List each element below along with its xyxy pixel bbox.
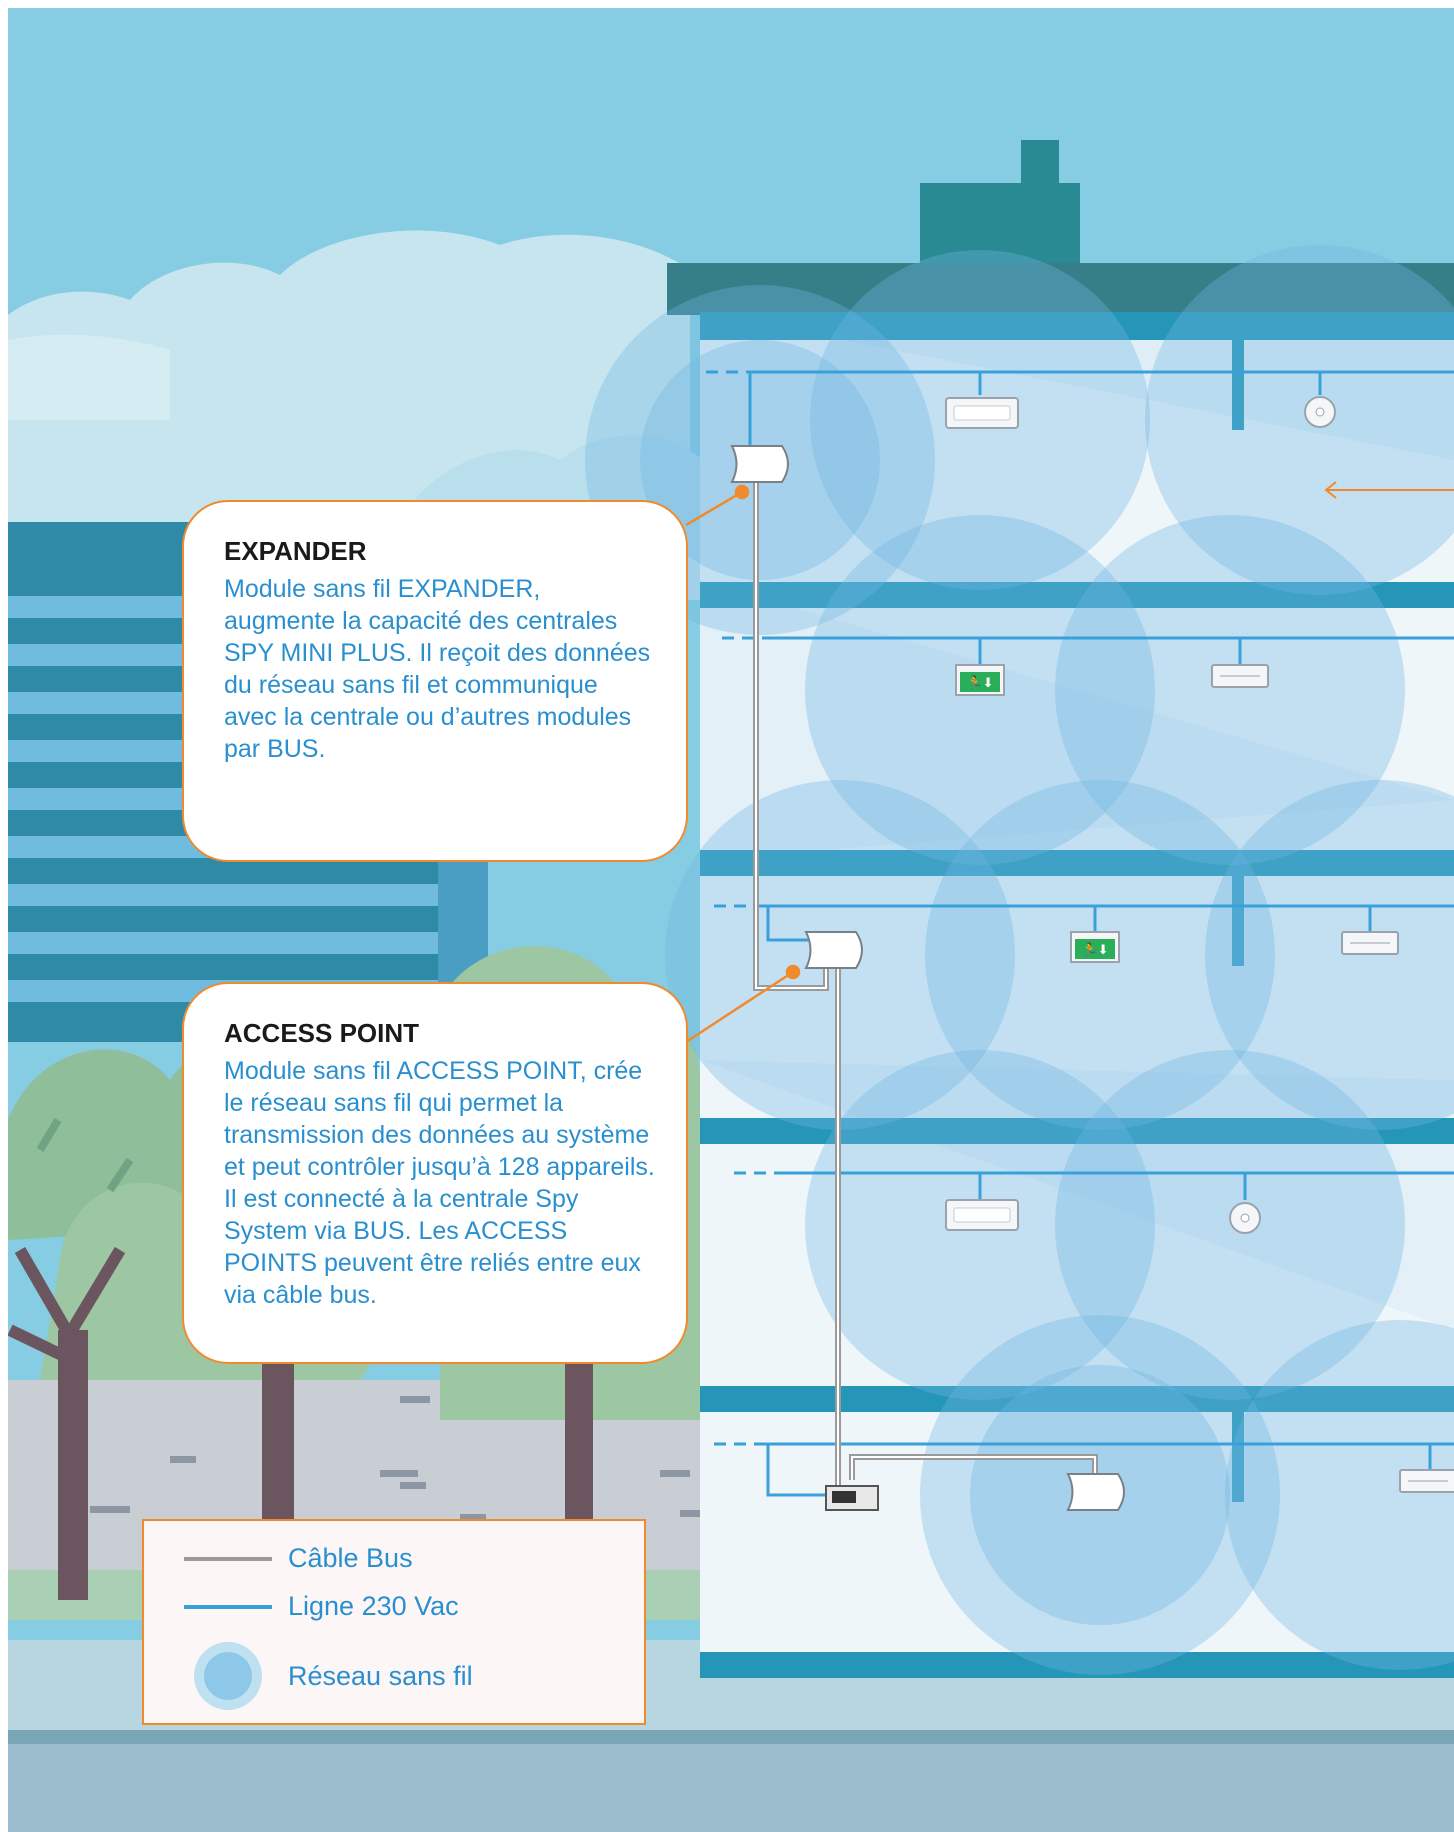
emergency-lamp-icon [945,1199,1019,1231]
emergency-lamp-icon [1211,664,1269,688]
legend: Câble Bus Ligne 230 Vac Réseau sans fil [142,1519,646,1725]
power-line-230vac [706,370,1454,1497]
expander-callout-title: EXPANDER [224,536,367,566]
line-230vac-swatch [184,1604,272,1609]
round-ceiling-lamp-icon [1229,1202,1261,1234]
control-unit-icon [825,1485,879,1511]
legend-item-230vac: Ligne 230 Vac [184,1591,459,1622]
round-ceiling-lamp-icon [1304,396,1336,428]
svg-text:🏃⬇: 🏃⬇ [966,675,993,691]
callout-leader-lines [685,484,801,1044]
road-edge [8,1730,1454,1744]
access-point-callout-title: ACCESS POINT [224,1018,420,1048]
access-point-callout-text: Module sans fil ACCESS POINT, crée le ré… [224,1057,655,1309]
legend-label-230vac: Ligne 230 Vac [288,1591,459,1621]
expander-callout: EXPANDER Module sans fil EXPANDER, augme… [182,500,688,862]
access-point-module-icon [1066,1473,1125,1511]
expander-callout-text: Module sans fil EXPANDER, augmente la ca… [224,575,651,763]
emergency-exit-sign-icon: 🏃⬇ [1070,931,1120,963]
legend-label-wireless: Réseau sans fil [288,1660,473,1691]
svg-text:🏃⬇: 🏃⬇ [1081,942,1108,958]
direction-arrow [1324,481,1454,499]
legend-item-wireless: Réseau sans fil [184,1641,473,1711]
legend-label-bus-cable: Câble Bus [288,1543,413,1573]
wall-bricks [90,1396,704,1521]
emergency-exit-sign-icon: 🏃⬇ [955,664,1005,696]
emergency-lamp-icon [1341,931,1399,955]
expander-module-icon [730,445,789,483]
road [8,1744,1454,1832]
wireless-network-swatch [194,1642,262,1710]
emergency-lamp-icon [945,397,1019,429]
access-point-callout: ACCESS POINT Module sans fil ACCESS POIN… [182,982,688,1364]
roof [667,263,1454,315]
bus-cable-swatch [184,1556,272,1561]
emergency-lamp-icon [1399,1469,1454,1493]
legend-item-bus-cable: Câble Bus [184,1543,413,1574]
access-point-module-icon [804,931,863,969]
